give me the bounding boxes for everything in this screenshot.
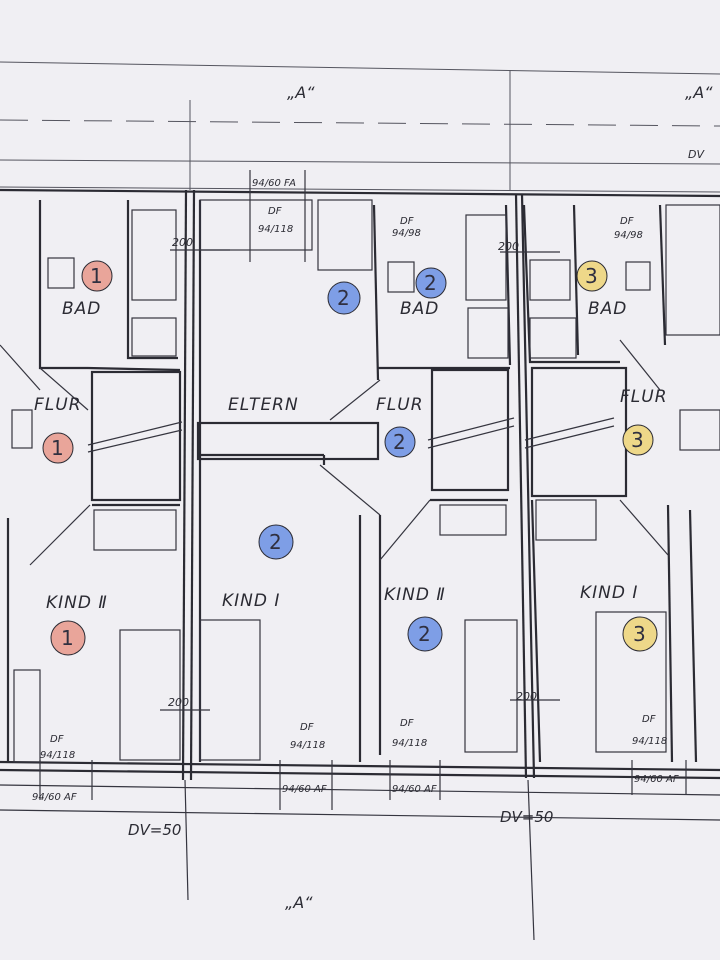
- unit-marker-2-kind-i-text: 2: [269, 530, 282, 554]
- bottom-df-4-size: 94/118: [632, 736, 667, 747]
- unit-marker-2-kind-ii: [407, 616, 443, 652]
- room-kind-i-3: KIND I: [580, 583, 638, 603]
- dimension-200-b: 200: [498, 240, 519, 253]
- window-df-b: DF: [400, 216, 414, 227]
- unit-marker-1-kind-text: 1: [61, 626, 74, 650]
- room-bad-2: BAD: [400, 299, 439, 319]
- room-kind-i-2: KIND I: [222, 591, 280, 611]
- unit-marker-1-flur-text: 1: [51, 436, 64, 460]
- dimension-200-c: 200: [168, 696, 189, 709]
- unit-marker-3-bad-text: 3: [585, 264, 598, 288]
- bottom-af-1: 94/60 AF: [32, 792, 77, 803]
- unit-marker-2-flur-text: 2: [393, 430, 406, 454]
- bottom-df-2: DF: [300, 722, 314, 733]
- bottom-df-1-size: 94/118: [40, 750, 75, 761]
- section-mark-bottom: „A“: [285, 893, 313, 912]
- bottom-df-3-size: 94/118: [392, 738, 427, 749]
- window-label-top: 94/60 FA: [252, 178, 296, 189]
- unit-marker-3-kind-text: 3: [633, 622, 646, 646]
- unit-marker-1-bad-text: 1: [90, 264, 103, 288]
- window-df-a-size: 94/118: [258, 224, 293, 235]
- room-bad-1: BAD: [62, 299, 101, 319]
- unit-marker-1-kind: [50, 620, 86, 656]
- walls: [0, 188, 720, 781]
- top-guide-lines: [0, 61, 720, 193]
- section-mark-top: „A“: [287, 83, 315, 102]
- window-df-c: DF: [620, 216, 634, 227]
- unit-marker-3-kind: [622, 616, 658, 652]
- window-df-c-size: 94/98: [614, 230, 643, 241]
- unit-marker-3-flur: [622, 424, 654, 456]
- bottom-df-1: DF: [50, 734, 64, 745]
- bottom-df-2-size: 94/118: [290, 740, 325, 751]
- bottom-af-4: 94/60 AF: [634, 774, 679, 785]
- unit-marker-2-eltern-text: 2: [337, 286, 350, 310]
- dimension-200-a: 200: [172, 236, 193, 249]
- room-flur-1: FLUR: [34, 395, 82, 415]
- bottom-af-3: 94/60 AF: [392, 784, 437, 795]
- unit-marker-2-kind-i: [258, 524, 294, 560]
- dv-label-bottom-left: DV=50: [128, 821, 181, 839]
- bottom-af-2: 94/60 AF: [282, 784, 327, 795]
- bottom-df-3: DF: [400, 718, 414, 729]
- unit-marker-1-flur: [42, 432, 74, 464]
- window-df-a: DF: [268, 206, 282, 217]
- dv-label-top-right: DV: [688, 148, 705, 161]
- dimension-200-d: 200: [516, 690, 537, 703]
- unit-marker-2-bad-text: 2: [424, 271, 437, 295]
- section-mark-top-right: „A“: [685, 83, 713, 102]
- window-df-b-size: 94/98: [392, 228, 421, 239]
- unit-markers: 1 1 1 2 2 2 2 2 3 3 3: [42, 260, 658, 656]
- room-flur-3: FLUR: [620, 387, 668, 407]
- room-eltern: ELTERN: [228, 395, 299, 415]
- unit-marker-2-kind-ii-text: 2: [418, 622, 431, 646]
- unit-marker-2-eltern: [327, 281, 361, 315]
- unit-marker-2-bad: [415, 267, 447, 299]
- unit-marker-1-bad: [81, 260, 113, 292]
- room-bad-3: BAD: [588, 299, 627, 319]
- fixtures: [0, 170, 720, 941]
- room-kind-ii-2: KIND Ⅱ: [384, 585, 446, 605]
- unit-marker-3-bad: [576, 260, 608, 292]
- room-flur-2: FLUR: [376, 395, 424, 415]
- room-kind-ii-1: KIND Ⅱ: [46, 593, 108, 613]
- unit-marker-3-flur-text: 3: [631, 428, 644, 452]
- bottom-df-4: DF: [642, 714, 656, 725]
- dv-label-bottom-right: DV=50: [500, 808, 553, 826]
- unit-marker-2-flur: [384, 426, 416, 458]
